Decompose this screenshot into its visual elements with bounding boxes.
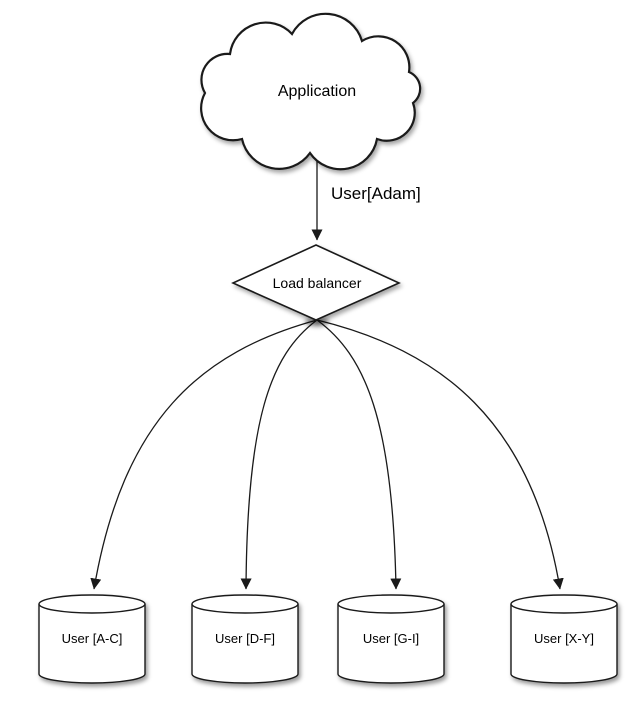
cylinder-group: [38, 594, 618, 684]
shard-node-label-x-y: User [X-Y]: [534, 631, 594, 646]
load-balancer-node-label: Load balancer: [272, 275, 362, 291]
edge-group: [90, 155, 564, 590]
application-node-label: Application: [277, 83, 357, 100]
shard-node-label-g-i: User [G-I]: [362, 631, 420, 646]
edge-loadbalancer-to-shard-1: [90, 319, 318, 590]
edge-user-adam-label: User[Adam]: [331, 184, 421, 203]
edge-loadbalancer-to-shard-4: [316, 319, 564, 590]
cylinder-shape-1: [38, 594, 146, 684]
edge-loadbalancer-to-shard-3: [316, 319, 402, 590]
cylinder-shape-2: [191, 594, 299, 684]
shard-node-label-d-f: User [D-F]: [215, 631, 275, 646]
edge-convergence-shadow: [305, 317, 329, 327]
diamond-shape: [231, 244, 401, 321]
cloud-shape: [200, 12, 422, 171]
edge-loadbalancer-to-shard-2: [240, 319, 318, 590]
cylinder-shape-4: [510, 594, 618, 684]
cylinder-shape-3: [337, 594, 445, 684]
shard-node-label-a-c: User [A-C]: [61, 631, 123, 646]
